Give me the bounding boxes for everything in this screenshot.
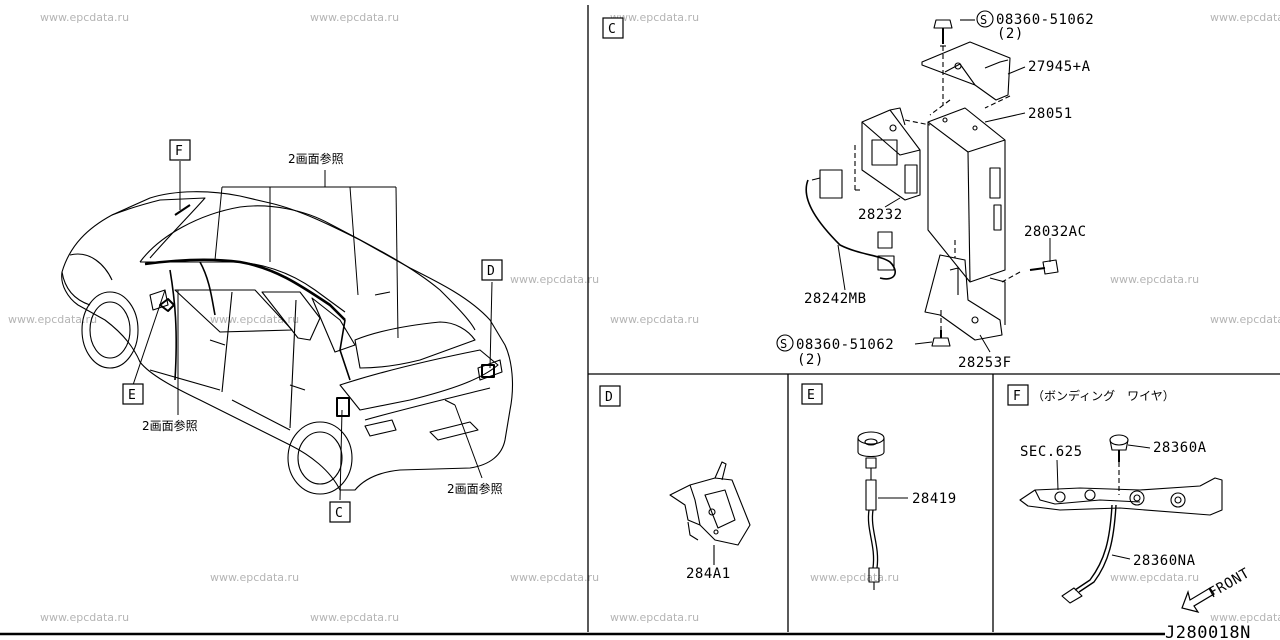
main-leaders	[132, 161, 493, 501]
part-f-wire: 28360NA	[1133, 553, 1196, 569]
panel-c-labels: C S 08360-51062 (2) 27945+A 28051 28232 …	[602, 10, 1094, 371]
view-label-e: E	[128, 388, 136, 403]
watermark: www.epcdata.ru	[1210, 313, 1280, 326]
panel-f-labels: F （ボンディング ワイヤ） SEC.625 28360A 28360NA	[1007, 384, 1207, 569]
front-arrow-icon	[1181, 587, 1215, 613]
panel-e-drawing	[857, 431, 885, 590]
part-f-bolt: 28360A	[1153, 440, 1207, 456]
view-label-c: C	[335, 506, 343, 521]
part-screw-bottom-qty: (2)	[797, 352, 824, 368]
part-f-sec: SEC.625	[1020, 444, 1083, 460]
panel-c-leaders	[837, 66, 1051, 353]
view-label-f: F	[175, 144, 183, 159]
panel-e-label: E	[807, 388, 815, 403]
front-label: FRONT	[1206, 565, 1253, 601]
watermark: www.epcdata.ru	[610, 611, 699, 624]
part-screw-top-qty: (2)	[997, 26, 1024, 42]
panel-d-labels: D 284A1	[599, 385, 731, 582]
panel-d-label: D	[605, 390, 613, 405]
panel-c-label: C	[608, 22, 616, 37]
watermark: www.epcdata.ru	[8, 313, 97, 326]
part-screw-top: 08360-51062	[996, 12, 1094, 28]
watermark: www.epcdata.ru	[510, 571, 599, 584]
panel-d-drawing	[669, 461, 751, 565]
watermark: www.epcdata.ru	[610, 11, 699, 24]
watermark: www.epcdata.ru	[1110, 273, 1199, 286]
ref-label-right: 2画面参照	[447, 481, 503, 496]
main-labels: F D E C 2画面参照 2画面参照 2画面参照	[122, 139, 503, 523]
part-bracket-top: 27945+A	[1028, 59, 1091, 75]
watermark: www.epcdata.ru	[510, 273, 599, 286]
panel-e-labels: E 28419	[801, 383, 957, 507]
watermark: www.epcdata.ru	[810, 571, 899, 584]
watermark: www.epcdata.ru	[310, 611, 399, 624]
part-screw-bottom: 08360-51062	[796, 337, 894, 353]
watermark: www.epcdata.ru	[1110, 571, 1199, 584]
diagram-id: J280018N	[1165, 623, 1251, 640]
watermark: www.epcdata.ru	[1210, 611, 1280, 624]
part-harness: 28242MB	[804, 291, 867, 307]
panel-f-title: （ボンディング ワイヤ）	[1032, 388, 1175, 403]
panel-f-label: F	[1013, 389, 1021, 404]
watermarks: www.epcdata.ru www.epcdata.ru www.epcdat…	[8, 11, 1280, 624]
symbol-s-icon: S	[980, 13, 987, 27]
part-screw-side: 28032AC	[1024, 224, 1087, 240]
part-e: 28419	[912, 491, 957, 507]
view-label-d: D	[487, 264, 495, 279]
panel-f-leaders	[1056, 444, 1151, 560]
watermark: www.epcdata.ru	[210, 571, 299, 584]
panel-f-drawing	[1019, 434, 1223, 604]
part-bracket-bottom: 28253F	[958, 355, 1012, 371]
watermark: www.epcdata.ru	[1210, 11, 1280, 24]
ref-label-top: 2画面参照	[288, 151, 344, 166]
symbol-s-icon: S	[780, 337, 787, 351]
watermark: www.epcdata.ru	[610, 313, 699, 326]
panel-c-drawing	[805, 19, 1059, 347]
car-overview	[61, 191, 514, 495]
watermark: www.epcdata.ru	[210, 313, 299, 326]
watermark: www.epcdata.ru	[40, 611, 129, 624]
ref-label-left: 2画面参照	[142, 418, 198, 433]
part-unit: 28051	[1028, 106, 1073, 122]
part-d: 284A1	[686, 566, 731, 582]
watermark: www.epcdata.ru	[40, 11, 129, 24]
part-module: 28232	[858, 207, 903, 223]
watermark: www.epcdata.ru	[310, 11, 399, 24]
panel-borders	[0, 5, 1280, 636]
